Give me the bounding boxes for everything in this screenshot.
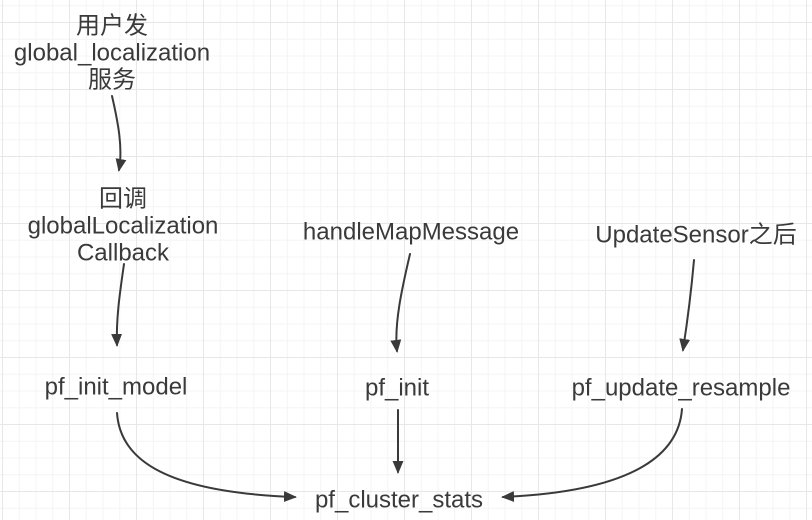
node-text-line: 回调 bbox=[99, 185, 147, 213]
node-text-line: handleMapMessage bbox=[302, 218, 520, 246]
node-global-localization-service[interactable]: 用户发 global_localization 服务 bbox=[14, 13, 210, 94]
node-pf-cluster-stats[interactable]: pf_cluster_stats bbox=[315, 487, 483, 514]
node-text-line: pf_update_resample bbox=[571, 374, 791, 402]
node-text-line: Callback bbox=[76, 239, 170, 267]
edge-resample-to-cluster-stats[interactable] bbox=[501, 408, 683, 502]
node-pf-init-model[interactable]: pf_init_model bbox=[45, 374, 188, 401]
node-text-line: globalLocalization bbox=[27, 212, 219, 240]
node-text-line: UpdateSensor之后 bbox=[595, 221, 797, 249]
node-text-line: 用户发 bbox=[75, 12, 148, 40]
node-text-line: pf_cluster_stats bbox=[314, 486, 484, 514]
edge-callback-to-pf-init-model[interactable] bbox=[111, 263, 125, 347]
edge-update-sensor-to-resample[interactable] bbox=[679, 259, 695, 352]
edge-init-model-to-cluster-stats[interactable] bbox=[116, 412, 297, 503]
node-update-sensor-after[interactable]: UpdateSensor之后 bbox=[595, 222, 796, 249]
node-text-line: pf_init_model bbox=[44, 373, 188, 401]
node-pf-update-resample[interactable]: pf_update_resample bbox=[572, 375, 791, 402]
edge-map-message-to-pf-init[interactable] bbox=[390, 253, 411, 353]
node-pf-init[interactable]: pf_init bbox=[365, 375, 429, 402]
node-text-line: global_localization bbox=[13, 39, 211, 67]
edge-service-to-callback[interactable] bbox=[111, 95, 127, 172]
node-text-line: pf_init bbox=[364, 374, 430, 402]
node-text-line: 服务 bbox=[87, 66, 136, 94]
node-global-localization-callback[interactable]: 回调 globalLocalization Callback bbox=[28, 186, 219, 267]
node-handle-map-message[interactable]: handleMapMessage bbox=[303, 219, 519, 246]
